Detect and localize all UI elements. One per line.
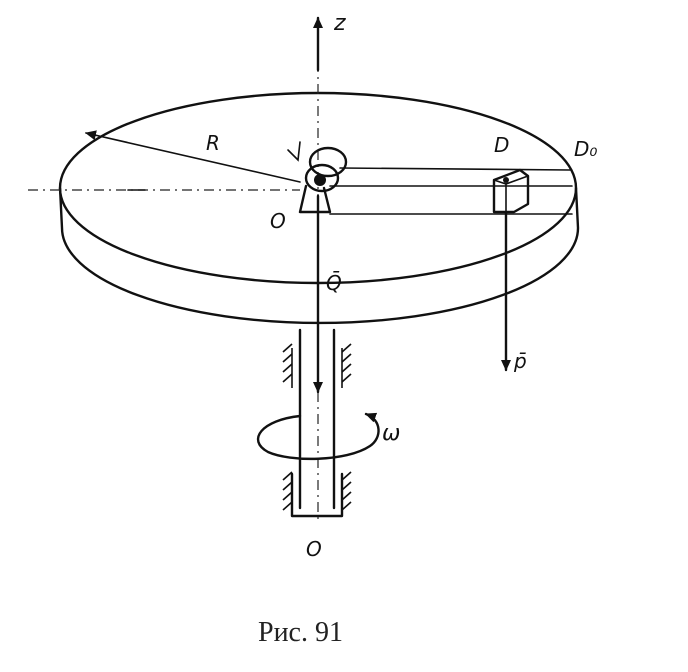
vertical-shaft bbox=[298, 328, 336, 510]
label-radius: R bbox=[206, 131, 220, 155]
label-force-p: p̄ bbox=[513, 349, 527, 373]
label-point-d0: D₀ bbox=[574, 137, 597, 161]
label-omega: ω bbox=[382, 421, 400, 446]
thrust-bearing bbox=[282, 471, 352, 518]
slider-block-d bbox=[492, 168, 530, 214]
label-force-q: Q̄ bbox=[326, 270, 342, 295]
disk-rim bbox=[58, 186, 580, 325]
hinge-at-o bbox=[287, 141, 348, 214]
label-center-bottom: O bbox=[306, 537, 322, 561]
tube-top-edge bbox=[339, 167, 571, 171]
figure-caption: Рис. 91 bbox=[258, 617, 343, 648]
label-point-d: D bbox=[494, 133, 509, 157]
label-center-top: O bbox=[270, 209, 286, 233]
radius-line bbox=[85, 130, 301, 183]
rotation-arrow bbox=[256, 412, 380, 461]
upper-bearing bbox=[282, 343, 352, 388]
label-z-axis: z bbox=[333, 11, 346, 36]
